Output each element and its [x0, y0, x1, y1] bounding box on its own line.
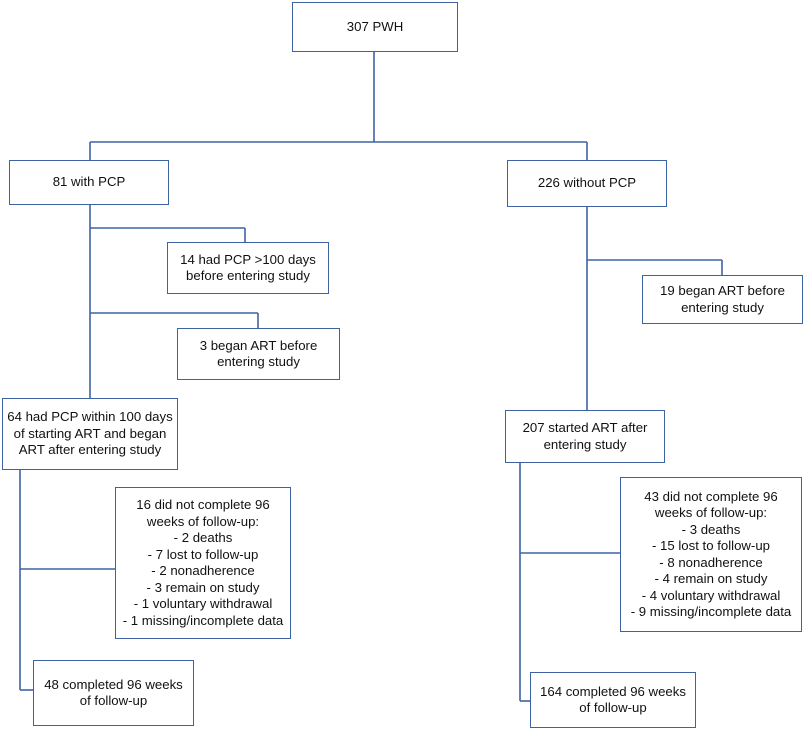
box-line: 164 completed 96 weeks [540, 683, 686, 699]
root-box-pwh: 307 PWH [292, 2, 458, 52]
right-branch-box-without-pcp: 226 without PCP [507, 160, 667, 207]
left-cohort-text: 64 had PCP within 100 days of starting A… [7, 409, 172, 459]
box-line: of starting ART and began [13, 425, 167, 441]
box-line: entering study [217, 354, 300, 369]
left-not-completed-text: 16 did not complete 96 weeks of follow-u… [123, 497, 284, 629]
box-line: 307 PWH [346, 18, 404, 34]
left-excluded-box-pcp-over-100-days: 14 had PCP >100 days before entering stu… [167, 242, 329, 294]
box-line: - 3 deaths [681, 521, 741, 537]
box-line: entering study [681, 299, 764, 315]
box-line: ART after entering study [18, 442, 162, 458]
box-line: weeks of follow-up: [654, 505, 768, 520]
box-line: 14 had PCP >100 days [180, 251, 316, 267]
box-line: - 2 deaths [173, 530, 233, 545]
box-line: before entering study [186, 268, 310, 283]
box-line: - 4 voluntary withdrawal [641, 587, 781, 603]
right-excluded-1-text: 19 began ART before entering study [660, 283, 785, 316]
box-line: 226 without PCP [537, 175, 637, 191]
left-cohort-box: 64 had PCP within 100 days of starting A… [2, 398, 178, 470]
box-line: - 2 nonadherence [151, 563, 255, 578]
box-line: 48 completed 96 weeks [44, 676, 183, 692]
box-line: 64 had PCP within 100 days [7, 409, 173, 425]
right-completed-text: 164 completed 96 weeks of follow-up [540, 684, 686, 717]
left-completed-text: 48 completed 96 weeks of follow-up [44, 677, 183, 710]
left-completed-box: 48 completed 96 weeks of follow-up [33, 660, 194, 726]
box-line: weeks of follow-up: [146, 513, 260, 529]
box-line: 3 began ART before [199, 337, 318, 353]
right-not-completed-text: 43 did not complete 96 weeks of follow-u… [631, 489, 792, 621]
box-line: - 9 missing/incomplete data [630, 604, 792, 619]
left-excluded-1-text: 14 had PCP >100 days before entering stu… [180, 252, 316, 285]
right-completed-box: 164 completed 96 weeks of follow-up [530, 672, 696, 728]
box-line: - 4 remain on study [654, 571, 768, 586]
box-line: 207 started ART after [522, 420, 648, 435]
right-cohort-text: 207 started ART after entering study [523, 420, 648, 453]
box-line: 81 with PCP [52, 174, 126, 190]
box-line: - 8 nonadherence [659, 554, 763, 570]
box-line: of follow-up [579, 700, 647, 715]
left-branch-box-with-pcp: 81 with PCP [9, 160, 169, 205]
box-line: entering study [543, 436, 627, 452]
box-line: 19 began ART before [660, 283, 785, 298]
box-line: - 15 lost to follow-up [651, 538, 770, 553]
left-excluded-box-art-before-study: 3 began ART before entering study [177, 328, 340, 380]
left-excluded-2-text: 3 began ART before entering study [200, 338, 318, 371]
box-line: 16 did not complete 96 [136, 497, 270, 512]
right-not-completed-box: 43 did not complete 96 weeks of follow-u… [620, 477, 802, 632]
box-line: - 1 missing/incomplete data [122, 612, 284, 628]
right-cohort-box: 207 started ART after entering study [505, 410, 665, 463]
box-line: 43 did not complete 96 [644, 488, 778, 504]
right-branch-text: 226 without PCP [538, 175, 636, 192]
left-not-completed-box: 16 did not complete 96 weeks of follow-u… [115, 487, 291, 639]
box-line: - 7 lost to follow-up [147, 546, 259, 562]
box-line: - 3 remain on study [146, 579, 260, 595]
left-branch-text: 81 with PCP [53, 174, 126, 191]
right-excluded-box-art-before-study: 19 began ART before entering study [642, 275, 803, 324]
box-line: of follow-up [79, 693, 148, 708]
box-line: - 1 voluntary withdrawal [133, 596, 273, 611]
root-box-text: 307 PWH [347, 19, 403, 36]
